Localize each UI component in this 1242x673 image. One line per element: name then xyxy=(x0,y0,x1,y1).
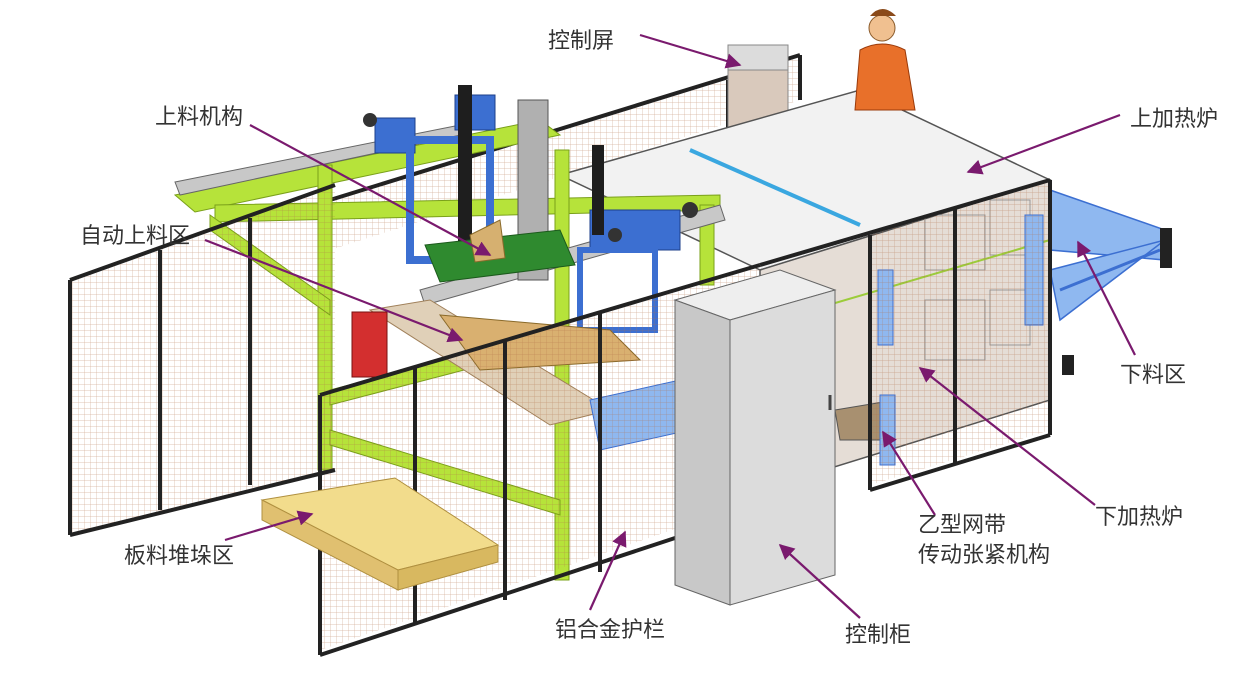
label-auto-loading-zone: 自动上料区 xyxy=(80,224,190,249)
callout-labels: 控制屏 上料机构 上加热炉 自动上料区 下料区 下加热炉 乙型网带 传动张紧机构… xyxy=(80,29,1218,648)
loading-platform xyxy=(424,219,576,283)
label-control-screen: 控制屏 xyxy=(548,29,614,54)
stacking-pallet xyxy=(260,477,500,591)
control-cabinet xyxy=(673,269,837,606)
operator-figure xyxy=(854,9,916,111)
label-stacking-zone: 板料堆垛区 xyxy=(124,544,234,569)
label-belt-line2: 传动张紧机构 xyxy=(918,543,1050,568)
callout-arrows xyxy=(204,33,1136,619)
label-loading-mechanism: 上料机构 xyxy=(155,105,243,130)
label-belt-line1: 乙型网带 xyxy=(918,513,1006,538)
label-guardrail: 铝合金护栏 xyxy=(555,618,665,643)
label-unloading-zone: 下料区 xyxy=(1120,363,1186,388)
label-control-cabinet: 控制柜 xyxy=(845,623,911,648)
label-upper-furnace: 上加热炉 xyxy=(1130,107,1218,132)
label-lower-furnace: 下加热炉 xyxy=(1095,505,1183,530)
loading-carriages xyxy=(363,94,698,333)
